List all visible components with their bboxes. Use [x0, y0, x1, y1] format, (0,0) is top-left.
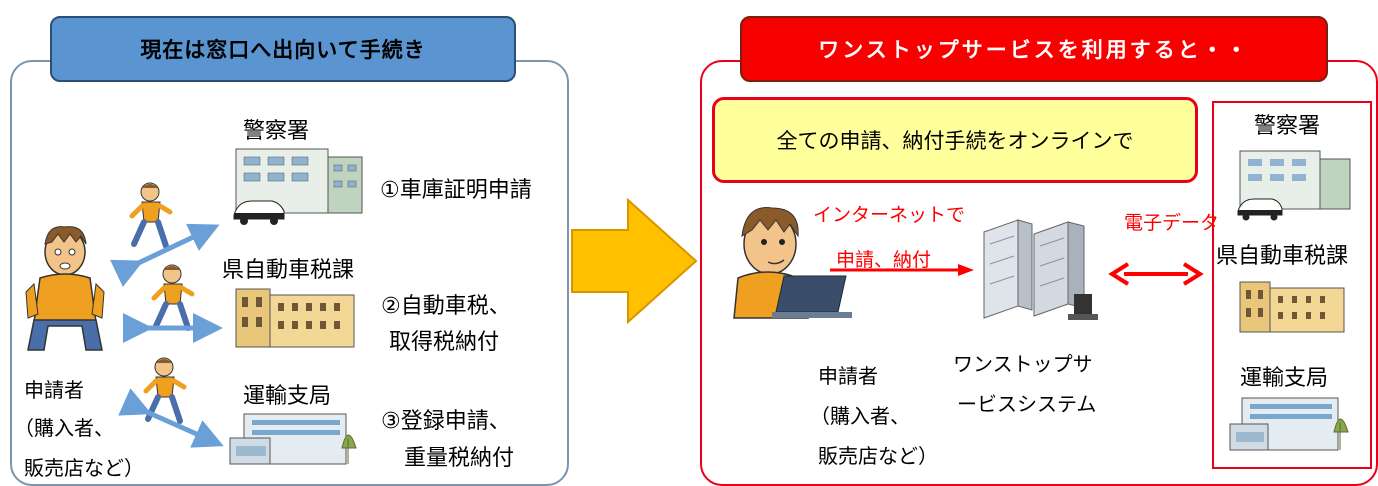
double-arrow-icon — [123, 313, 223, 343]
left-office-transport-name: 運輸支局 — [243, 384, 332, 409]
system-name-line-2: ービスシステム — [957, 392, 1097, 416]
right-offices-frame — [1212, 101, 1372, 469]
right-applicant-line-3: 販売店など） — [818, 444, 938, 468]
right-office-transport-name: 運輸支局 — [1240, 366, 1329, 391]
apply-payment-label: 申請、納付 — [836, 249, 932, 271]
left-office-police-name: 警察署 — [243, 119, 310, 144]
applicant-seated-icon — [25, 226, 105, 351]
server-system-icon — [983, 219, 1098, 320]
left-applicant-line-1: 申請者 — [24, 378, 84, 402]
right-applicant-line-1: 申請者 — [818, 364, 878, 388]
double-arrow-icon — [110, 223, 220, 287]
tax-office-building-icon — [235, 288, 355, 348]
left-panel-title: 現在は窓口へ出向いて手続き — [50, 16, 516, 82]
transport-bureau-building-icon — [1229, 397, 1349, 451]
procedure-registration-line-1: ③登録申請、 — [381, 409, 511, 434]
police-station-building-icon — [1237, 150, 1351, 221]
tax-office-building-icon — [1239, 281, 1345, 333]
right-office-police-name: 警察署 — [1254, 114, 1321, 139]
left-applicant-line-3: 販売店など） — [24, 456, 144, 480]
procedure-auto-tax-line-1: ②自動車税、 — [381, 294, 511, 319]
procedure-registration-line-2: 重量税納付 — [404, 446, 515, 471]
internet-label: インターネットで — [813, 204, 966, 226]
big-right-arrow-icon — [571, 197, 698, 325]
procedure-auto-tax-line-2: 取得税納付 — [389, 330, 500, 355]
person-with-laptop-icon — [733, 207, 852, 319]
data-exchange-double-arrow-icon — [1108, 262, 1204, 286]
right-office-tax-name: 県自動車税課 — [1216, 244, 1349, 269]
procedure-garage-certificate: ①車庫証明申請 — [380, 178, 532, 203]
double-arrow-icon — [118, 388, 224, 448]
right-panel-title: ワンストップサービスを利用すると・・ — [740, 16, 1328, 82]
left-office-tax-name: 県自動車税課 — [222, 258, 355, 283]
police-station-building-icon — [233, 148, 363, 225]
left-applicant-line-2: （購入者、 — [14, 416, 114, 440]
system-name-line-1: ワンストップサ — [953, 352, 1093, 376]
electronic-data-label: 電子データ — [1124, 212, 1220, 234]
transport-bureau-building-icon — [229, 413, 357, 465]
online-banner: 全ての申請、納付手続をオンラインで — [712, 97, 1198, 183]
send-arrow-icon — [830, 264, 974, 276]
right-applicant-line-2: （購入者、 — [810, 404, 910, 428]
